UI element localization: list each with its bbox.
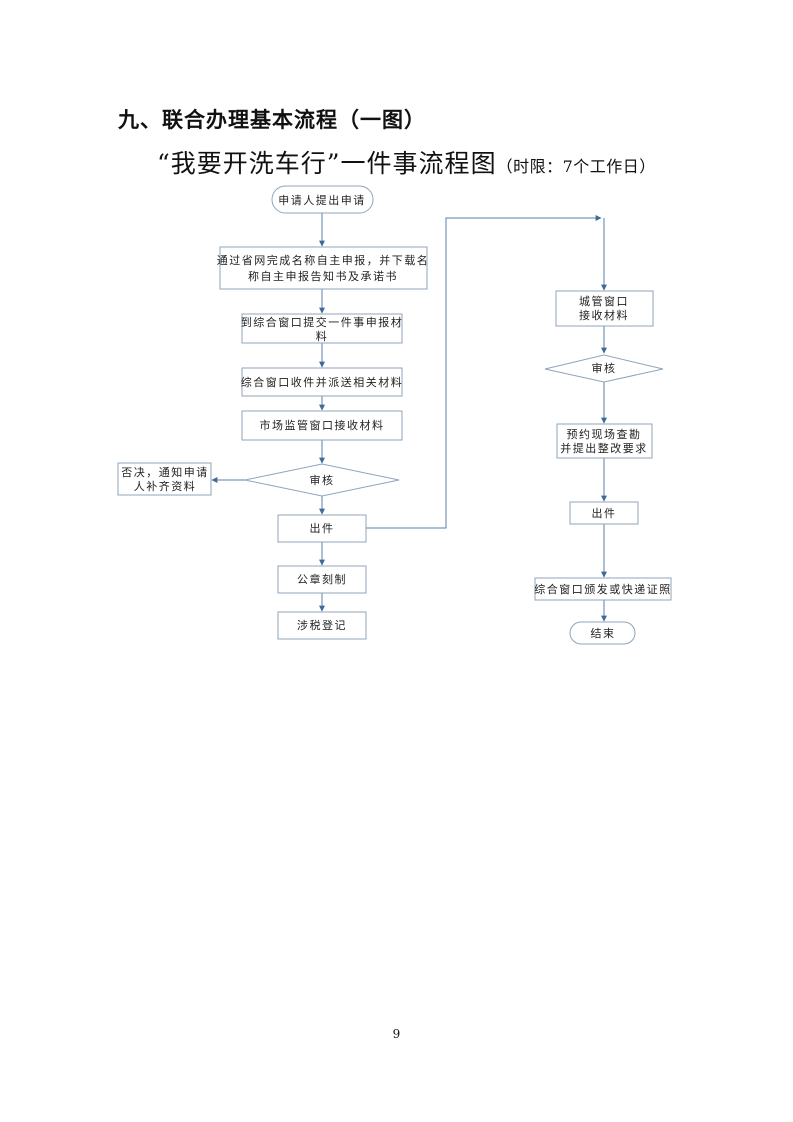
inspect-label-line2: 并提出整改要求	[560, 441, 648, 455]
reject-label-line1: 否决，通知申请	[121, 465, 209, 479]
reject-box	[117, 462, 212, 496]
step4-label: 市场监管窗口接收材料	[260, 418, 385, 432]
seal-box	[277, 565, 367, 594]
review-label-right: 审核	[592, 361, 617, 375]
start-label: 申请人提出申请	[278, 193, 366, 207]
inspect-label-line1: 预约现场查勘	[567, 427, 642, 441]
step1-label-line2: 称自主申报告知书及承诺书	[248, 269, 398, 283]
connectors	[211, 213, 607, 622]
step1-label-line1: 通过省网完成名称自主申报，并下载名	[217, 253, 430, 267]
issue-box-left	[277, 514, 367, 543]
start-terminal	[271, 185, 374, 214]
reject-label-line2: 人补齐资料	[134, 479, 197, 493]
step-market-receive-box	[241, 410, 403, 441]
end-label: 结束	[591, 627, 616, 640]
page-number: 9	[392, 1027, 401, 1041]
inspect-box	[556, 423, 653, 459]
tax-box	[277, 611, 367, 640]
issue-box-right	[569, 501, 639, 525]
deliver-label: 综合窗口颁发或快递证照	[534, 582, 672, 596]
review-decision-left	[244, 463, 400, 497]
step2-label-line1: 到综合窗口提交一件事申报材	[241, 315, 404, 329]
flowchart-time-limit: （时限：7个工作日）	[496, 157, 656, 176]
issue-label-right: 出件	[592, 506, 617, 520]
connector-issue-to-right	[366, 215, 602, 529]
tax-label: 涉税登记	[297, 618, 347, 632]
deliver-box	[534, 577, 672, 601]
receive-label-line2: 接收材料	[579, 308, 629, 322]
city-receive-box	[555, 290, 654, 327]
step3-label: 综合窗口收件并派送相关材料	[241, 375, 404, 389]
review-label-left: 审核	[310, 473, 335, 487]
step-name-report-box	[219, 246, 428, 290]
flowchart-title: “我要开洗车行”一件事流程图（时限：7个工作日）	[157, 144, 656, 180]
end-terminal	[569, 621, 636, 645]
receive-label-line1: 城管窗口	[579, 294, 629, 308]
seal-label: 公章刻制	[297, 572, 347, 586]
step2-label-line2: 料	[316, 329, 329, 343]
section-heading: 九、联合办理基本流程（一图）	[118, 108, 426, 132]
review-decision-right	[544, 354, 664, 383]
step-dispatch-box	[241, 367, 403, 397]
issue-label-left: 出件	[310, 521, 335, 535]
step-submit-box	[241, 313, 403, 344]
flowchart-title-main: “我要开洗车行”一件事流程图	[157, 149, 497, 178]
